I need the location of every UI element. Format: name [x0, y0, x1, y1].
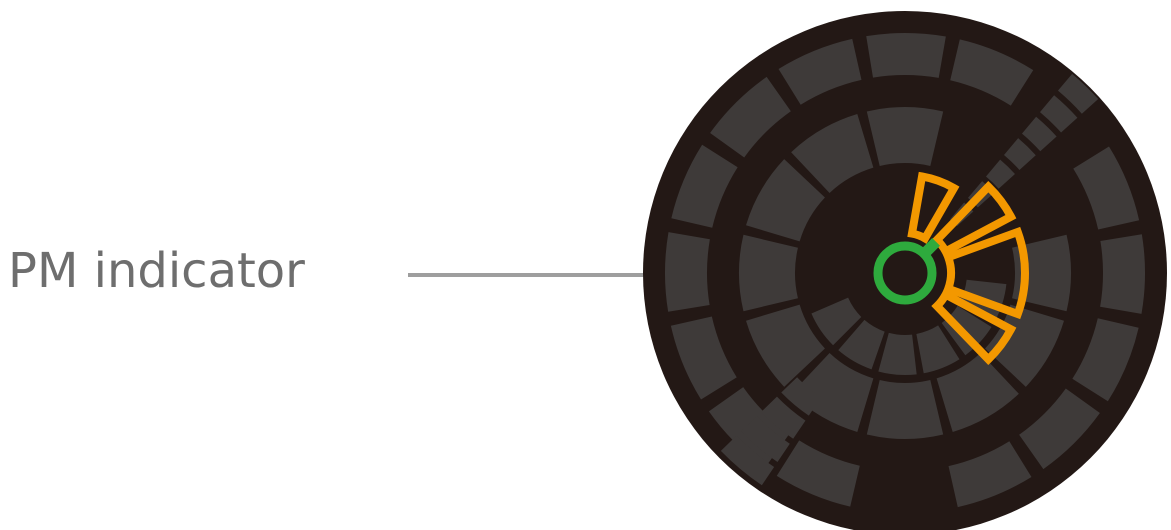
outer-ring-segment — [1100, 234, 1145, 314]
indicator-strip-segment — [1039, 95, 1078, 133]
indicator-strip-segment — [740, 416, 790, 463]
outer-ring-segment — [778, 38, 862, 105]
middle-ring-segment — [791, 114, 874, 193]
pm-indicator-tick-icon — [919, 237, 941, 259]
pm-indicator-ring-icon — [873, 241, 937, 305]
outer-ring-segment — [866, 33, 946, 78]
inner-ring-segment — [916, 325, 960, 374]
middle-ring-segment — [746, 159, 825, 242]
middle-ring-segment — [866, 380, 944, 439]
indicator-strip-segment — [781, 377, 822, 416]
inner-ring-segment — [811, 297, 862, 346]
outer-ring-segment — [671, 144, 738, 228]
outer-ring-segment — [710, 76, 791, 158]
indicator-strip-segment — [720, 435, 775, 486]
outer-ring-segment — [776, 440, 860, 507]
outer-ring-segment — [1073, 146, 1140, 230]
middle-ring-segment — [791, 353, 874, 432]
middle-ring-segment — [739, 234, 798, 312]
indicator-strip-segment — [985, 159, 1015, 189]
highlighted-segment — [943, 226, 1029, 320]
highlighted-segment — [931, 289, 1017, 365]
middle-ring-segment — [746, 304, 825, 387]
indicator-strip-segment — [1003, 138, 1036, 170]
outer-ring-segment — [670, 316, 737, 400]
outer-ring-segment — [665, 232, 710, 312]
indicator-strip-segment — [1057, 73, 1099, 114]
indicator-strip-segment — [761, 396, 806, 439]
middle-ring-segment — [866, 106, 944, 166]
middle-ring-segment — [936, 353, 1019, 432]
outer-ring-segment — [948, 441, 1032, 508]
indicator-strip-segment — [1021, 116, 1057, 152]
pm-indicator-label: PM indicator — [8, 243, 305, 299]
outer-ring-segment — [950, 39, 1034, 106]
inner-ring-segment — [878, 332, 917, 375]
outer-ring-segment — [1019, 388, 1100, 470]
highlighted-segment — [907, 171, 960, 244]
outer-ring-segment — [1072, 318, 1139, 402]
inner-ring-segment — [838, 319, 885, 370]
highlighted-segment — [931, 181, 1017, 257]
